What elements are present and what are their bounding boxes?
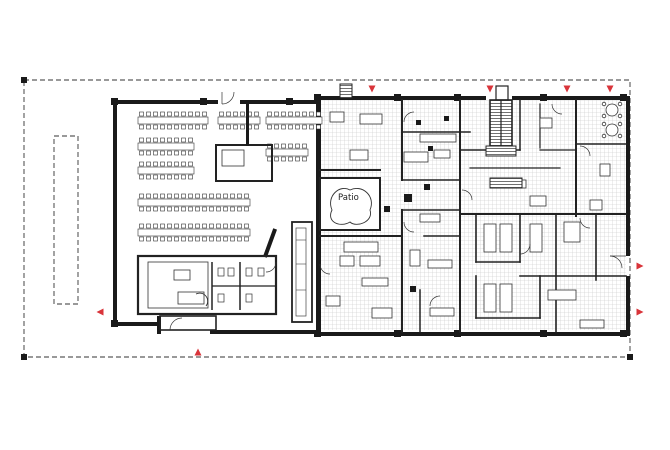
- toilet-and-kitchen-rooms: [136, 254, 278, 331]
- entrance-markers: [96, 85, 644, 356]
- dining-table-row: [137, 193, 251, 212]
- wc-fixture: [245, 293, 253, 303]
- door-swings: [169, 91, 626, 331]
- wc-fixture: [217, 267, 225, 277]
- dining-table-row: [265, 111, 323, 130]
- service-partitions: [319, 99, 627, 333]
- entrance-marker: [563, 85, 571, 93]
- wc-fixture: [257, 267, 265, 277]
- site-column-bl: [21, 354, 27, 360]
- dining-table-row: [137, 137, 195, 156]
- serving-counter: [291, 221, 313, 323]
- appliance-markers: [384, 116, 449, 292]
- dining-table-row: [137, 223, 251, 242]
- patio-label: Patio: [338, 193, 359, 203]
- kitchen-equipment: [325, 111, 611, 329]
- dining-table-row: [265, 143, 309, 162]
- wc-fixture: [245, 267, 253, 277]
- corridor-walls: [246, 104, 278, 258]
- office-room: [215, 144, 273, 182]
- wc-fixture: [217, 293, 225, 303]
- dining-table-row: [137, 161, 195, 180]
- site-column-br: [627, 354, 633, 360]
- entrance-marker: [606, 85, 614, 93]
- dining-tables: [137, 111, 323, 242]
- entrance-marker: [96, 308, 104, 316]
- dining-table-row: [137, 111, 209, 130]
- stair-core: [339, 83, 523, 189]
- round-tables: [601, 101, 623, 139]
- dining-hall-walls: [113, 100, 320, 334]
- wc-fixture: [227, 267, 235, 277]
- canopy-outline: [53, 135, 79, 305]
- dining-table-row: [217, 111, 261, 130]
- entrance-marker: [368, 85, 376, 93]
- entrance-marker: [636, 262, 644, 270]
- entrance-marker: [636, 308, 644, 316]
- patio: Patio: [319, 177, 381, 231]
- entrance-marker: [194, 348, 202, 356]
- entrance-marker: [486, 85, 494, 93]
- structural-columns: [111, 94, 627, 337]
- site-column-tl: [21, 77, 27, 83]
